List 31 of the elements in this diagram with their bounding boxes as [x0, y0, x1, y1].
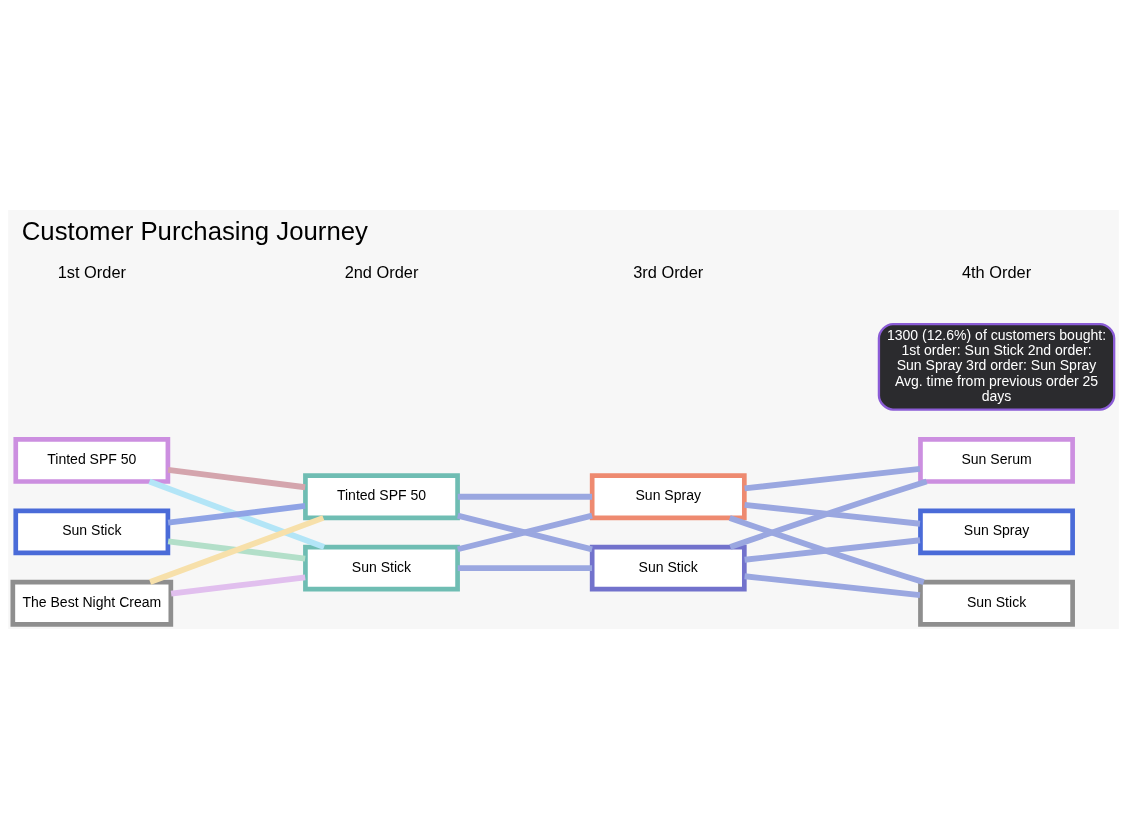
label: 1st Order [57, 262, 126, 281]
connector [728, 514, 925, 585]
connector [167, 502, 306, 526]
connector [744, 465, 921, 491]
label: 2nd Order [344, 262, 419, 281]
label: 3rd Order [633, 262, 704, 281]
connector [729, 478, 928, 550]
node-box: Sun Stick [918, 579, 1075, 627]
connector [148, 478, 326, 550]
node-box: Sun Serum [918, 436, 1075, 484]
diagram-title: Customer Purchasing Journey [21, 216, 368, 245]
connector [457, 512, 593, 552]
connector [744, 536, 921, 563]
connector [744, 572, 921, 598]
node-box: 1300 (12.6%) of customers bought: 1st order: Sun Stick 2nd order: Sun Spray 3rd order: Sun Spray Avg. time from previous order 25 days [877, 322, 1116, 411]
label: 4th Order [961, 262, 1032, 281]
connector [457, 493, 593, 500]
node-box: Sun Stick [13, 507, 171, 555]
connector [167, 466, 306, 490]
node-box: Sun Stick [303, 544, 460, 592]
node-box: Sun Stick [589, 544, 747, 592]
connector [170, 573, 306, 597]
node-box: The Best Night Cream [10, 579, 174, 627]
connector [744, 501, 921, 527]
connector [149, 514, 325, 585]
connector [457, 564, 593, 571]
node-box: Sun Spray [589, 472, 747, 520]
node-box: Sun Spray [918, 507, 1075, 555]
node-box: Tinted SPF 50 [303, 472, 460, 520]
connector [167, 537, 306, 562]
node-box: Tinted SPF 50 [13, 436, 171, 484]
